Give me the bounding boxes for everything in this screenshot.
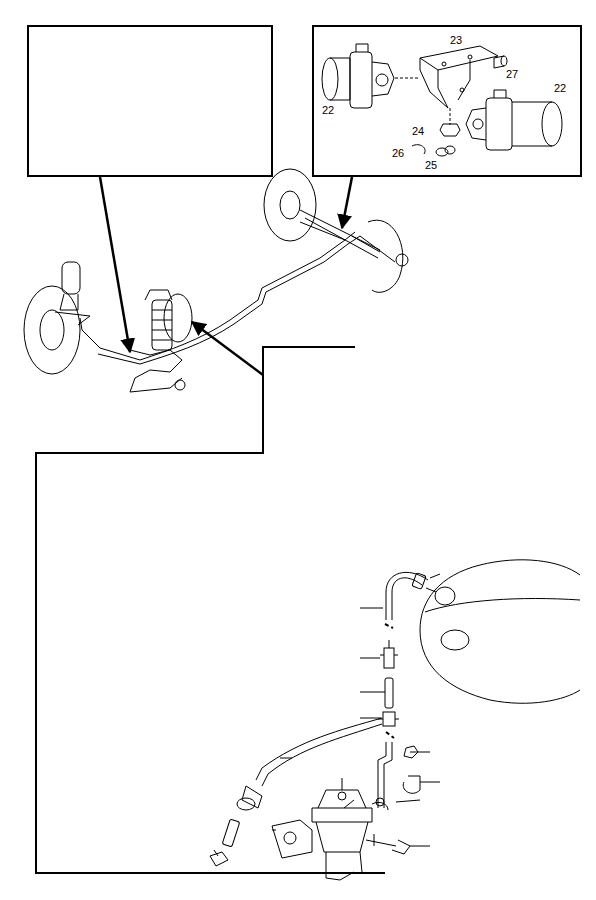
detail-frame bbox=[313, 26, 581, 176]
reservoir bbox=[145, 290, 172, 300]
check-valve bbox=[210, 786, 262, 866]
brake-booster bbox=[420, 560, 580, 703]
brake-line bbox=[140, 236, 360, 364]
suspension-arm bbox=[55, 294, 90, 325]
clip bbox=[412, 145, 425, 154]
pin bbox=[494, 56, 507, 68]
master-cylinder bbox=[152, 300, 172, 350]
pointer-line bbox=[100, 177, 130, 352]
detail-frame bbox=[36, 347, 385, 873]
wheel bbox=[264, 169, 316, 241]
fitting bbox=[175, 380, 185, 390]
pointer-line bbox=[192, 322, 263, 375]
wheel bbox=[164, 294, 192, 342]
callout-number: 24 bbox=[412, 125, 424, 137]
master-cylinder bbox=[152, 310, 172, 340]
callout-number: 22 bbox=[554, 82, 566, 94]
fitting bbox=[366, 746, 420, 854]
brake-valve bbox=[466, 90, 562, 150]
valve-block bbox=[130, 350, 182, 392]
callout-number: 27 bbox=[506, 68, 518, 80]
washer bbox=[436, 146, 455, 156]
rear-axle bbox=[300, 210, 380, 258]
callout-number: 22 bbox=[322, 104, 334, 116]
callout-number: 26 bbox=[392, 147, 404, 159]
wheel bbox=[24, 286, 80, 374]
vacuum-pump bbox=[272, 790, 388, 880]
leader-line bbox=[214, 574, 440, 856]
callout-number: 23 bbox=[450, 34, 462, 46]
brake-valve bbox=[322, 44, 394, 108]
detail-frame bbox=[28, 26, 272, 176]
nut bbox=[440, 124, 460, 136]
vacuum-hose bbox=[256, 572, 428, 808]
bracket bbox=[395, 46, 498, 125]
suspension-strut bbox=[62, 262, 80, 294]
axle-end bbox=[396, 254, 408, 266]
callout-number: 25 bbox=[425, 159, 437, 171]
brake-line bbox=[140, 232, 355, 360]
brake-line bbox=[300, 222, 395, 262]
brake-line bbox=[80, 318, 140, 364]
pointer-line bbox=[342, 177, 352, 228]
